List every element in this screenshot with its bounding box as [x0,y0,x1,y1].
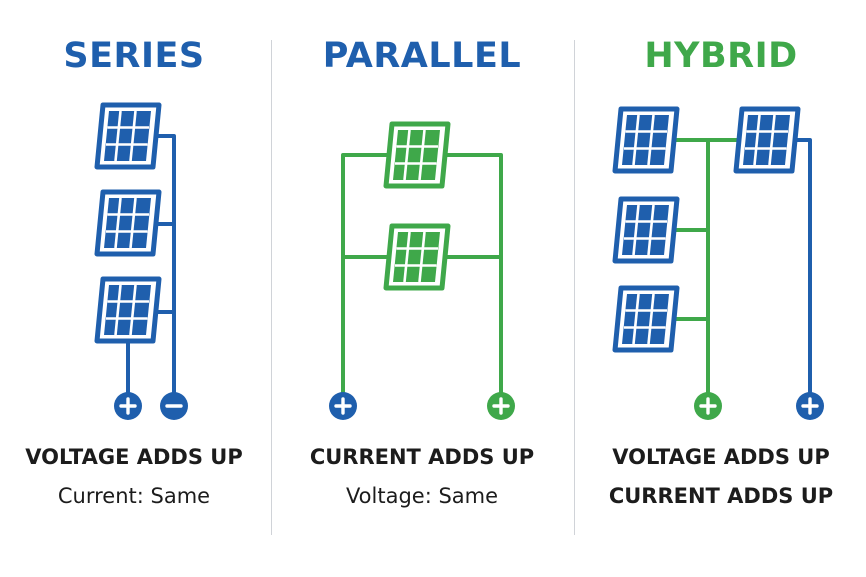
parallel-caption-primary: CURRENT ADDS UP [309,445,535,469]
series-caption-primary: VOLTAGE ADDS UP [25,445,243,469]
hybrid-panel: HYBRID VOLTAGE ADDS UP CURRENT ADDS UP [576,0,866,577]
series-title: SERIES [63,36,205,76]
hybrid-title: HYBRID [644,36,798,76]
hybrid-blue-terminal [796,392,824,420]
hybrid-green-wires [673,138,742,394]
hybrid-green-terminal [694,392,722,420]
parallel-caption-secondary: Voltage: Same [345,484,499,508]
hybrid-blue-wires [792,138,812,394]
divider-left [271,40,272,535]
series-solar-panel-3 [97,279,159,341]
series-caption-secondary: Current: Same [57,484,211,508]
series-positive-terminal [114,392,142,420]
hybrid-solar-panel-middle [615,199,677,261]
parallel-title: PARALLEL [322,36,522,76]
series-wires [126,134,176,394]
hybrid-solar-panel-top-left [615,109,677,171]
series-solar-panel-1 [97,105,159,167]
parallel-panel: PARALLEL CURRENT ADDS UP Voltage: Same [273,0,571,577]
hybrid-solar-panel-bottom [615,288,677,350]
hybrid-caption-secondary: CURRENT ADDS UP [608,484,834,508]
hybrid-solar-panel-top-right [736,109,798,171]
series-solar-panel-2 [97,192,159,254]
parallel-right-terminal [487,392,515,420]
parallel-solar-panel-2 [386,226,448,288]
hybrid-caption-primary: VOLTAGE ADDS UP [612,445,830,469]
series-panel: SERIES VOLTAGE ADDS UP Current: Same [0,0,268,577]
parallel-solar-panel-1 [386,124,448,186]
parallel-left-terminal [329,392,357,420]
divider-right [574,40,575,535]
series-negative-terminal [160,392,188,420]
